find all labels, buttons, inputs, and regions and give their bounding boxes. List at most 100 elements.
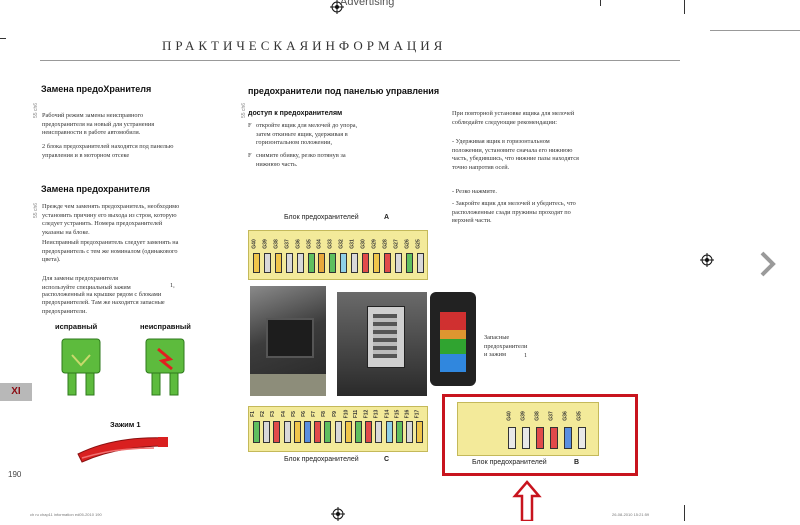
page-title: ПРАКТИЧЕСКАЯИНФОРМАЦИЯ [162, 38, 447, 53]
bullet-text: снимите обивку, резко потянув за нижнюю … [256, 152, 346, 168]
fuse-label: G37 [284, 239, 291, 249]
fuse [372, 253, 380, 273]
fuse-label: G39 [520, 411, 527, 421]
fuse [273, 421, 281, 443]
advertising-label: Advertising [340, 0, 395, 8]
fuse-label: F14 [383, 409, 390, 419]
page-edge-right [684, 0, 685, 14]
fuse [395, 421, 403, 443]
fuse [383, 253, 391, 273]
registration-mark-icon [331, 507, 345, 521]
fuse-block-letter: C [384, 456, 390, 463]
fuse-label: G31 [349, 239, 356, 249]
fuse [375, 421, 383, 443]
paragraph: Неисправный предохранитель следует замен… [42, 239, 179, 264]
good-fuse-image [56, 335, 106, 397]
fuse [253, 253, 260, 273]
good-fuse-label: исправный [55, 322, 98, 331]
fuse-label: G30 [360, 239, 367, 249]
fuse [283, 421, 291, 443]
fuse-label: F8 [321, 411, 328, 417]
fuse-label: G38 [534, 411, 541, 421]
chevron-right-icon[interactable] [758, 250, 778, 278]
fuse [416, 421, 424, 443]
fuse-label: F11 [353, 409, 360, 419]
registration-mark-icon [700, 253, 714, 267]
fuse [344, 421, 352, 443]
page-edge-right-2 [710, 30, 800, 31]
fuse [416, 253, 424, 273]
fuse-label: F7 [311, 411, 318, 417]
fuse [263, 421, 271, 443]
clamp-label: Зажим 1 [110, 420, 141, 429]
clamp-image [74, 428, 170, 468]
fuse-label: F16 [404, 409, 411, 419]
registration-mark-icon [330, 0, 344, 14]
blown-fuse-image [140, 335, 190, 397]
fuse-label: F17 [414, 409, 421, 419]
bullet-text: откройте ящик для мелочей до упора, зате… [256, 122, 358, 147]
paragraph: Прежде чем заменять предохранитель, необ… [42, 203, 180, 236]
fuse-label: F1 [249, 411, 256, 417]
glovebox-photo [250, 286, 326, 396]
fuse-label: G33 [328, 239, 335, 249]
paragraph: При повторной установке ящика для мелоче… [452, 110, 575, 126]
fuse-label: F3 [270, 411, 277, 417]
side-code: 55 ch6 [241, 102, 247, 118]
fuse-label: F12 [363, 409, 370, 419]
page-edge-left-top [0, 38, 6, 39]
fuse-label: G36 [562, 411, 569, 421]
fuse [405, 253, 413, 273]
fuse-label: G39 [262, 239, 269, 249]
paragraph: Для замены предохранителя используйте сп… [42, 275, 131, 291]
fuse [296, 253, 304, 273]
footer-left: ch ru chap11 information ed05-2010 190 [30, 512, 102, 517]
fuse [394, 253, 402, 273]
fuse-label: G40 [251, 239, 258, 249]
side-code: 55 ch6 [33, 202, 39, 218]
fuse [522, 427, 530, 449]
fuse [340, 253, 348, 273]
fuse [329, 253, 337, 273]
fuse-block-caption: Блок предохранителей [284, 214, 359, 221]
fuse-label: G25 [415, 239, 422, 249]
fuse [406, 421, 413, 443]
fuse-label: G38 [273, 239, 280, 249]
arrow-up-icon [512, 480, 542, 523]
fuse [324, 421, 332, 443]
fuse-label: G37 [548, 411, 555, 421]
fuse [564, 427, 572, 449]
fuse-label: F4 [280, 411, 287, 417]
fuse-label: F9 [331, 411, 338, 417]
side-code: 55 ch6 [33, 102, 39, 118]
page-edge-right-bottom [684, 505, 685, 521]
spare-fuses-number: 1 [524, 352, 528, 359]
fuse [293, 421, 301, 443]
subsection-title: доступ к предохранителям [248, 110, 343, 117]
fuse-label: G35 [306, 239, 313, 249]
fuse-label: F13 [373, 409, 380, 419]
fuse [578, 427, 586, 449]
fuse [334, 421, 342, 443]
fuse [253, 421, 260, 443]
fuse [263, 253, 271, 273]
fuse [385, 421, 393, 443]
list-item: - Удерживая ящик в горизонтальном положе… [452, 138, 579, 171]
spare-fuses-photo [430, 292, 476, 386]
fuse [508, 427, 516, 449]
fuse-block-letter: A [384, 214, 390, 221]
paragraph: 1, расположенный на крышке рядом с блока… [42, 282, 175, 315]
fuse-label: F6 [300, 411, 307, 417]
fuse [285, 253, 293, 273]
fuse-label: G34 [317, 239, 324, 249]
fuse-label: G26 [404, 239, 411, 249]
fuse [550, 427, 558, 449]
page-edge-top [600, 0, 601, 6]
footer-right: 26-08-2010 15:21:59 [612, 512, 650, 517]
fuse-label: G40 [506, 411, 513, 421]
title-rule [40, 60, 680, 61]
fuse-block-caption: Блок предохранителей [472, 459, 547, 466]
bullet-marker: F [248, 152, 252, 159]
